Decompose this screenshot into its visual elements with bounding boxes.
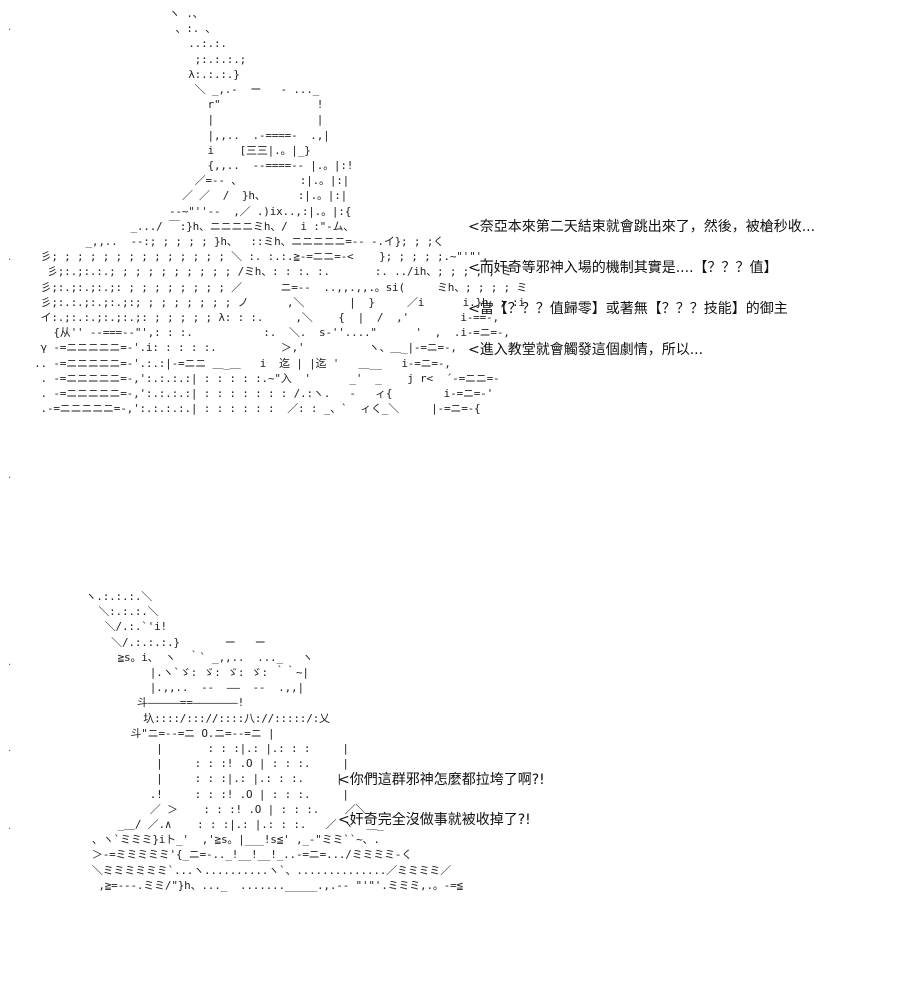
dialogue-list-bottom: <你們這群邪神怎麼都拉垮了啊?! <奸奇完全沒做事就被收掉了?! <box>338 771 545 851</box>
margin-dot: . <box>8 657 12 668</box>
margin-dot: . <box>8 821 12 832</box>
dialogue-line: <進入教堂就會觸發這個劇情，所以... <box>468 342 704 358</box>
dialogue-list-top: <奈亞本來第二天結束就會跳出來了，然後，被槍秒收... <而奸奇等邪神入場的機制… <box>468 218 815 382</box>
margin-dot: . <box>8 252 12 263</box>
ascii-art-figure: ヽ .、 、:. ､ ..:.:. ;:.:.:.; λ:.:.:.} ＼ _,… <box>34 7 528 416</box>
margin-dot: . <box>8 22 12 33</box>
ascii-art-figure: ヽ.:.:.:.＼ ＼:.:.:.＼ ＼/.:.`'i! ＼/.:.:.:.} … <box>85 590 463 892</box>
panel-top: . . . ヽ .、 、:. ､ ..:.:. ;:.:.:.; λ:.:.:.… <box>8 7 815 481</box>
dialogue-line: <奈亞本來第二天結束就會跳出來了，然後，被槍秒收... <box>468 219 816 235</box>
panel-bottom: . . . ヽ.:.:.:.＼ ＼:.:.:.＼ ＼/.:.`'i! ＼/.:.… <box>0 585 900 985</box>
margin-dot: . <box>8 743 12 754</box>
dialogue-line: <奸奇完全沒做事就被收掉了?! <box>338 812 531 828</box>
dialogue-line: <當【？？？值歸零】或著無【？？？技能】的御主 <box>468 301 788 317</box>
dialogue-line: <而奸奇等邪神入場的機制其實是....【？？？值】 <box>468 260 778 276</box>
margin-dot: . <box>8 470 12 481</box>
dialogue-line: <你們這群邪神怎麼都拉垮了啊?! <box>338 772 545 788</box>
